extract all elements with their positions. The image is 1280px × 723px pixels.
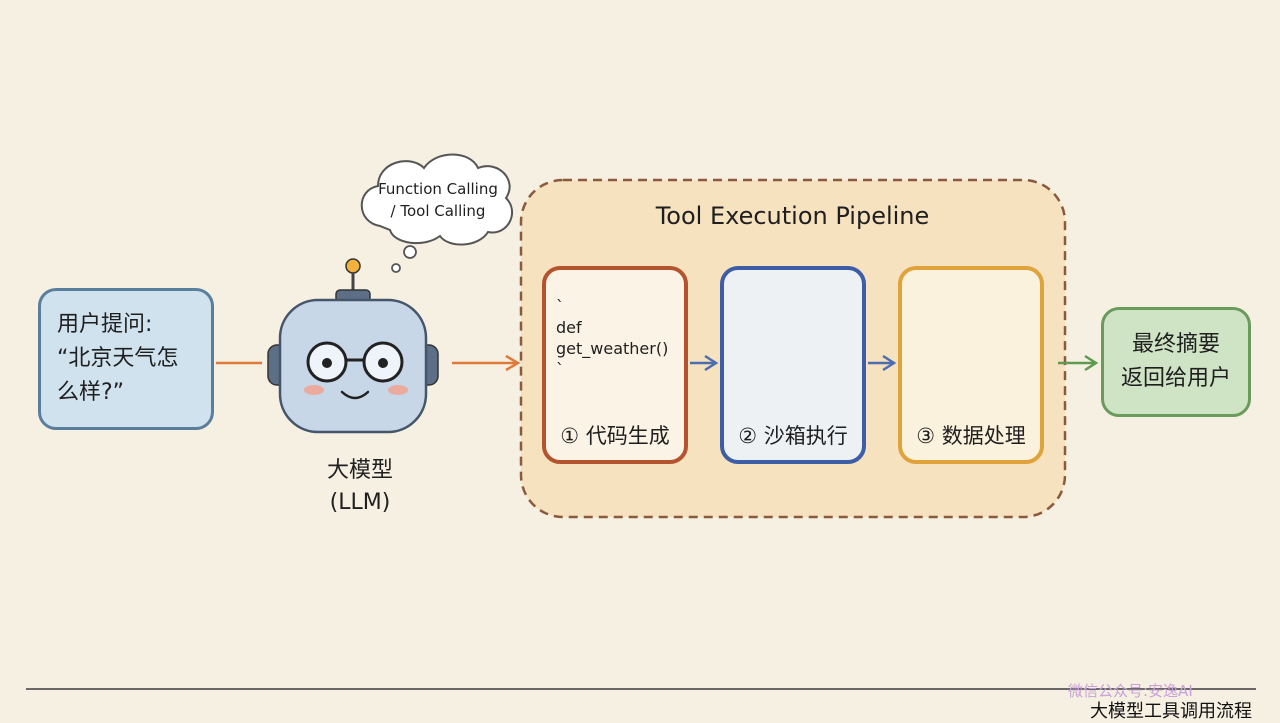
watermark: 微信公众号:安逸AI bbox=[1068, 682, 1193, 700]
stage-1-label: ① 代码生成 bbox=[560, 424, 670, 448]
final-summary-line-1: 最终摘要 bbox=[1131, 332, 1220, 357]
thought-bubble-line-1: Function Calling bbox=[378, 180, 498, 198]
user-question-line-1: 用户提问: bbox=[57, 312, 153, 337]
llm-name: 大模型 bbox=[326, 458, 393, 483]
final-summary-line-2: 返回给用户 bbox=[1120, 366, 1231, 391]
user-question-line-2: “北京天气怎 bbox=[57, 346, 179, 371]
user-question-box: 用户提问: “北京天气怎 么样?” bbox=[38, 288, 214, 430]
robot-llm-icon bbox=[267, 258, 439, 434]
stage-3-label: ③ 数据处理 bbox=[916, 424, 1026, 448]
user-question-line-3: 么样?” bbox=[57, 380, 125, 405]
stage-2-label: ② 沙箱执行 bbox=[738, 424, 848, 448]
thought-bubble bbox=[360, 153, 513, 273]
arrow-pipeline-to-final bbox=[1058, 354, 1099, 372]
caption: 大模型工具调用流程 bbox=[1090, 701, 1252, 722]
llm-label: 大模型 (LLM) bbox=[290, 455, 430, 519]
stage-code-generation bbox=[542, 266, 688, 464]
arrow-stage1-to-stage2 bbox=[690, 354, 719, 372]
llm-sub: (LLM) bbox=[329, 490, 391, 515]
arrow-llm-to-pipeline bbox=[452, 354, 521, 372]
stage-sandbox-execution bbox=[720, 266, 866, 464]
arrow-stage2-to-stage3 bbox=[868, 354, 897, 372]
final-summary-box: 最终摘要 返回给用户 bbox=[1101, 307, 1251, 417]
thought-bubble-line-2: / Tool Calling bbox=[390, 202, 486, 220]
pipeline-title: Tool Execution Pipeline bbox=[655, 202, 930, 230]
stage-data-processing bbox=[898, 266, 1044, 464]
code-snippet: ` def get_weather() ` bbox=[556, 297, 669, 379]
thought-bubble-text: Function Calling / Tool Calling bbox=[368, 178, 508, 222]
